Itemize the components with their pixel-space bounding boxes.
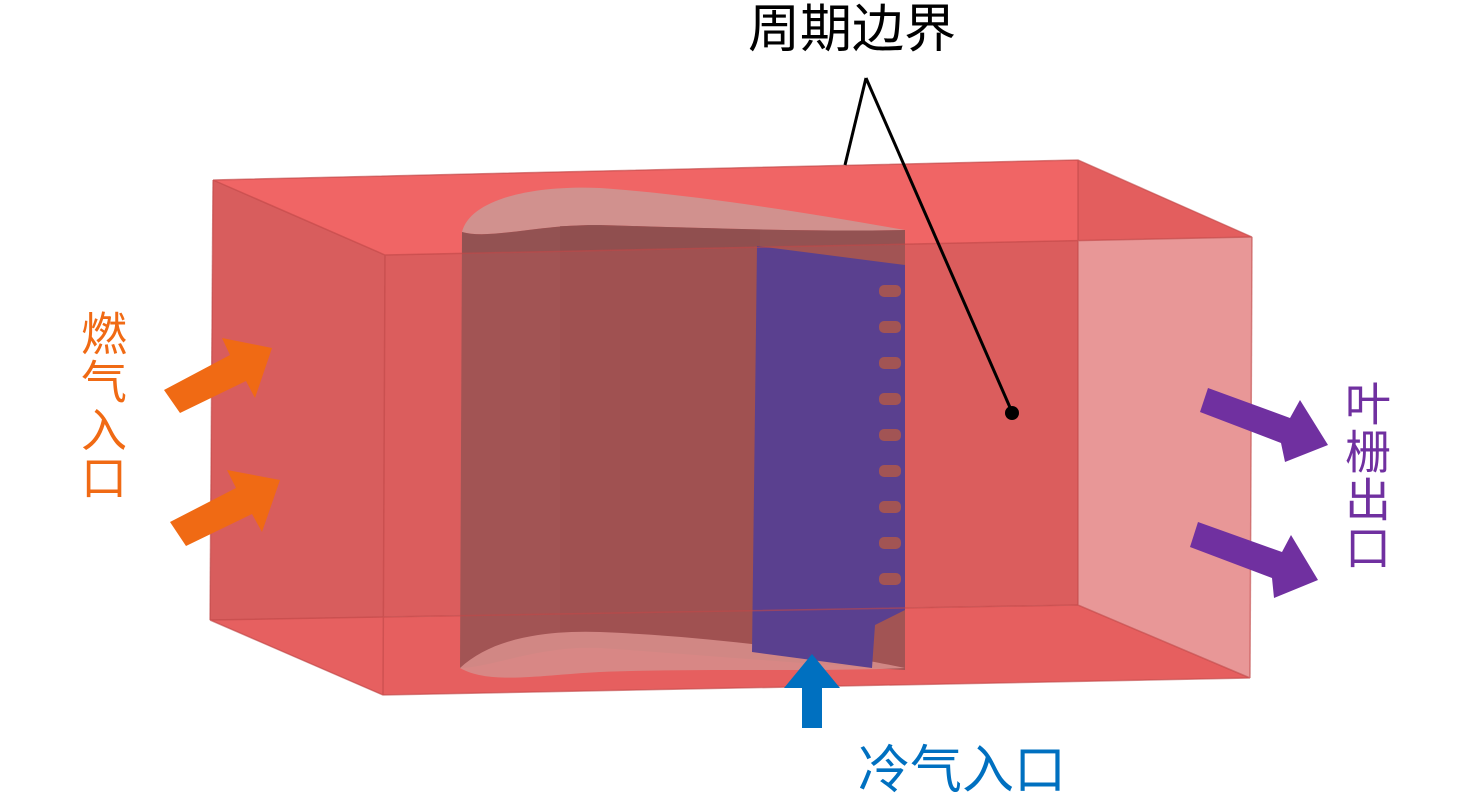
blade-bottom-cap bbox=[460, 631, 905, 678]
domain-edges bbox=[209, 159, 1253, 696]
periodic-boundary-label: 周期边界 bbox=[748, 0, 957, 60]
cooling-slot bbox=[879, 501, 901, 513]
edge-bottom bbox=[209, 604, 1251, 696]
turbine-blade bbox=[460, 187, 905, 678]
periodic-boundary-leader bbox=[843, 77, 1014, 413]
cascade-outlet-label: 叶栅出口 bbox=[1338, 380, 1392, 572]
cooling-slot bbox=[879, 285, 901, 297]
gas-inlet-arrows bbox=[164, 338, 280, 546]
cooling-slots bbox=[879, 285, 901, 585]
leader-endpoint-dot bbox=[1005, 406, 1019, 420]
domain-front-face bbox=[383, 237, 1252, 695]
outlet-arrows bbox=[1190, 388, 1328, 598]
edge bbox=[209, 179, 214, 621]
gas-inlet-label: 燃气入口 bbox=[74, 310, 128, 502]
cooling-slot bbox=[879, 537, 901, 549]
cooling-slot bbox=[879, 429, 901, 441]
leader-line-inner bbox=[864, 77, 1014, 413]
blade-shading bbox=[560, 226, 760, 652]
blade-top-cap bbox=[462, 187, 905, 235]
cooling-slot bbox=[879, 465, 901, 477]
edge bbox=[1249, 236, 1253, 679]
cooling-slot bbox=[879, 321, 901, 333]
coolant-inlet-label: 冷气入口 bbox=[858, 741, 1067, 801]
cooling-insert bbox=[752, 246, 905, 668]
arrow-down-right-icon bbox=[1200, 388, 1328, 462]
cooling-slot bbox=[879, 393, 901, 405]
arrow-up-right-icon bbox=[170, 470, 280, 546]
edge bbox=[382, 254, 386, 696]
arrow-down-right-icon bbox=[1190, 522, 1318, 598]
arrow-up-right-icon bbox=[164, 338, 272, 413]
cooling-slot bbox=[879, 357, 901, 369]
leader-line-top bbox=[843, 77, 868, 166]
arrow-up-icon bbox=[784, 654, 840, 728]
cooling-slot bbox=[879, 573, 901, 585]
